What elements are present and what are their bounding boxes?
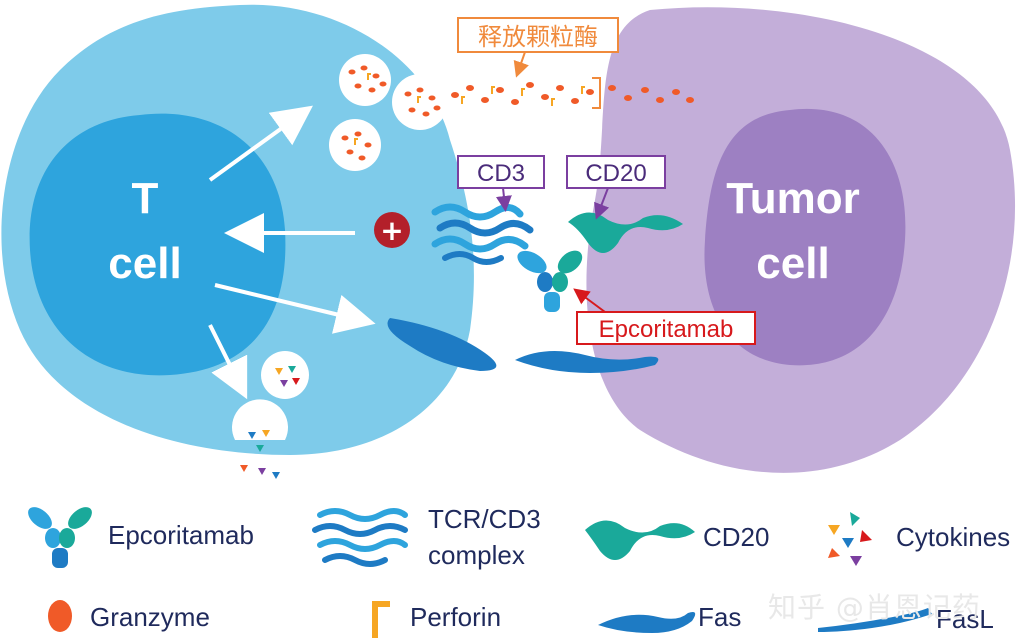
- legend-tcr-cd3-icon: [312, 508, 408, 567]
- legend-antibody-icon: [28, 507, 92, 568]
- legend-label-cd20: CD20: [703, 522, 770, 552]
- svg-text:Epcoritamab: Epcoritamab: [599, 316, 734, 343]
- cd3-callout: CD3: [457, 155, 545, 212]
- granzyme-stream: [451, 82, 694, 105]
- cd20-antigen: [568, 212, 683, 253]
- fas-receptor: [515, 351, 659, 373]
- legend-label-granzyme: Granzyme: [90, 602, 210, 632]
- cd20-callout: CD20: [566, 155, 666, 220]
- granule-vesicles: [329, 54, 448, 171]
- legend-label-tcr-cd3-complex: complex: [428, 540, 525, 570]
- watermark: 知乎 @肖恩记药: [768, 591, 981, 624]
- signal-arrows: [208, 105, 376, 400]
- t-nucleus: [29, 113, 286, 376]
- epcoritamab-callout: Epcoritamab: [573, 288, 756, 345]
- t-cell-label-2: cell: [108, 239, 181, 288]
- release-granzyme-callout: 释放颗粒酶: [457, 17, 619, 78]
- arrow-to-granules: [208, 105, 313, 182]
- legend-label-epcoritamab: Epcoritamab: [108, 520, 254, 550]
- legend-label-fasl: FasL: [936, 604, 994, 634]
- svg-text:+: +: [380, 214, 403, 247]
- arrow-to-cytokines: [208, 324, 248, 400]
- perforin-stream: [461, 86, 585, 106]
- svg-text:CD3: CD3: [477, 160, 525, 187]
- t-cell-label-1: T: [132, 174, 159, 223]
- cytokine-vesicles: [232, 351, 309, 479]
- legend-cd20-icon: [585, 520, 695, 560]
- legend-granzyme-icon: [48, 600, 72, 632]
- epcoritamab-antibody: [517, 250, 583, 312]
- legend-label-fas: Fas: [698, 602, 742, 632]
- legend-label-cytokines: Cytokines: [896, 522, 1011, 552]
- tumor-cell: Tumor cell: [586, 7, 1016, 473]
- tumor-cell-label-2: cell: [756, 239, 829, 288]
- arrow-to-fasl: [214, 283, 376, 334]
- legend-label-tcr-cd3: TCR/CD3: [428, 504, 541, 534]
- legend-label-perforin: Perforin: [410, 602, 502, 632]
- tumor-nucleus: [704, 108, 906, 366]
- legend-perforin-icon: [372, 601, 390, 638]
- legend-icons: [28, 507, 932, 638]
- activation-plus-icon: +: [374, 212, 410, 248]
- release-bracket: [592, 77, 601, 109]
- legend-cytokines-icon: [828, 512, 872, 566]
- svg-text:CD20: CD20: [585, 160, 646, 187]
- legend-fasl-icon: [818, 608, 932, 632]
- fasl-ligand: [387, 318, 497, 371]
- tumor-cell-label-1: Tumor: [726, 174, 860, 223]
- svg-text:释放颗粒酶: 释放颗粒酶: [478, 23, 598, 51]
- legend-fas-icon: [598, 612, 696, 633]
